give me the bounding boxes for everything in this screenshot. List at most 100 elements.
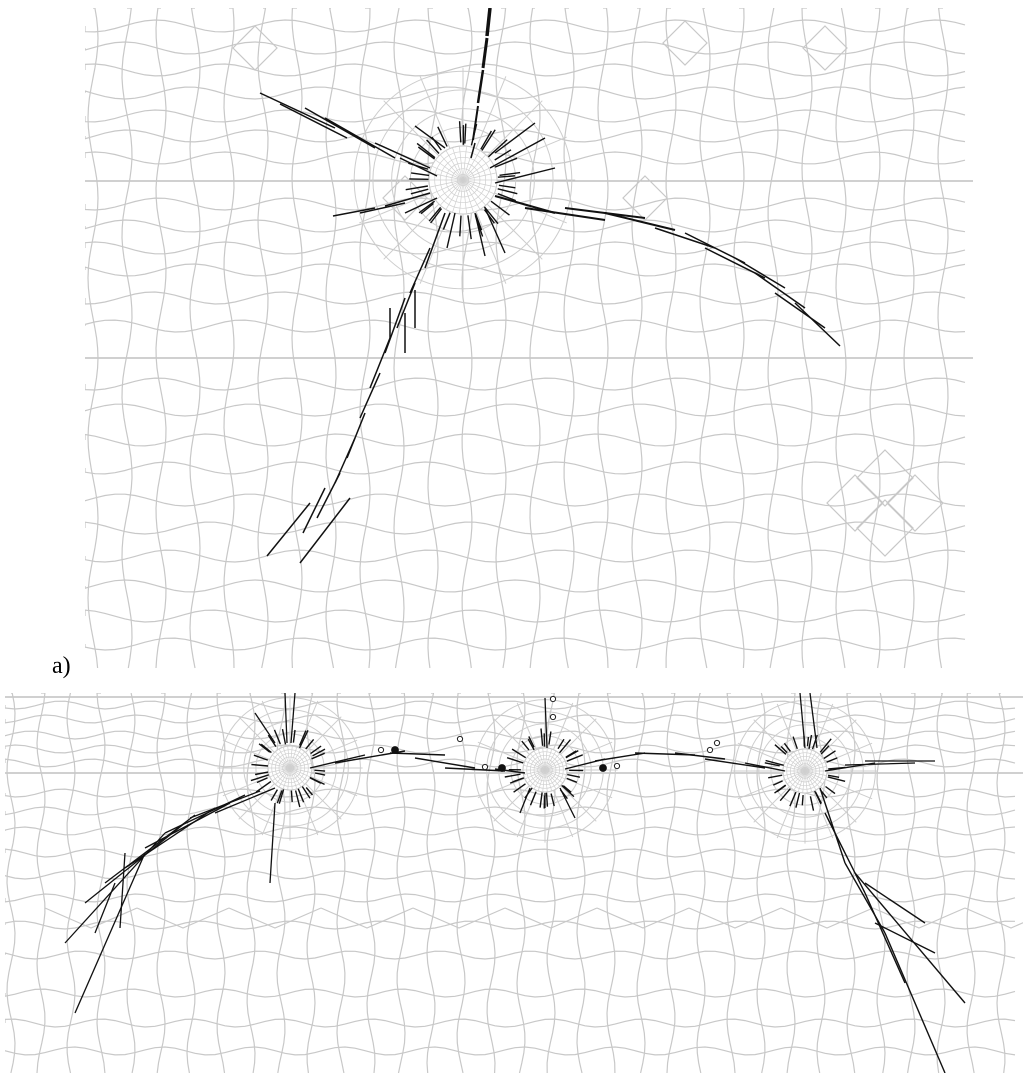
inclusion-spoke [804, 770, 817, 791]
inclusion-spoke [287, 767, 291, 790]
inclusion-spoke [804, 754, 820, 772]
inclusion-spoke [544, 765, 567, 771]
inclusion-spoke [278, 767, 291, 788]
mesh-line [427, 8, 439, 669]
transition-spoke [820, 719, 857, 756]
transition-spoke [261, 788, 283, 836]
inclusion-spoke [530, 753, 546, 771]
mesh-line [223, 8, 235, 669]
crack-upper-left [259, 92, 438, 177]
radial-crack-tick [459, 215, 462, 237]
transition-spoke [419, 211, 451, 284]
mesh-line [121, 8, 133, 669]
radial-crack-tick [310, 745, 322, 755]
mesh-line [257, 8, 269, 669]
mesh-cell [688, 907, 782, 929]
mesh-line [336, 693, 346, 1073]
radial-crack-tick [795, 792, 801, 808]
open-bead-marker [549, 695, 557, 703]
mesh-line [189, 8, 201, 669]
transition-spoke [486, 100, 543, 157]
solid-bead-marker [599, 764, 607, 772]
crack-segment [309, 754, 366, 769]
inclusion-spoke [462, 159, 491, 181]
inclusion-spoke [462, 179, 495, 195]
crack-segment [359, 202, 406, 214]
radial-crack-tick [255, 780, 272, 793]
radial-crack-tick [487, 139, 508, 158]
crack-segment [481, 37, 489, 69]
mesh-line [495, 8, 507, 669]
radial-crack-tick [789, 791, 797, 807]
radial-crack-tick [774, 784, 787, 794]
transition-spoke [560, 785, 597, 822]
crack-segment [389, 752, 446, 756]
radial-crack-tick [529, 791, 537, 806]
radial-crack-tick [511, 748, 527, 759]
inclusion-spoke [526, 756, 546, 771]
transition-spoke [560, 718, 597, 755]
inclusion-spoke [289, 767, 309, 782]
mesh-line [156, 693, 166, 1073]
transition-spoke [565, 777, 613, 799]
mesh-line [5, 714, 1016, 724]
radial-crack-tick [290, 790, 293, 802]
radial-crack-tick [314, 769, 326, 772]
inclusion-spoke [544, 769, 566, 780]
crack-segment [854, 872, 966, 1004]
mesh-line [665, 8, 677, 668]
mesh-cell [44, 907, 138, 929]
mesh-line [5, 920, 1016, 930]
radial-crack-tick [825, 785, 836, 795]
mesh-line [85, 86, 966, 100]
mesh-line [85, 263, 966, 277]
mesh-cell [780, 907, 874, 929]
radial-crack-tick [811, 734, 818, 750]
inclusion-spoke [804, 757, 824, 772]
inclusion-spoke [269, 767, 291, 778]
mesh-line [85, 637, 966, 651]
mesh-line [276, 693, 286, 1073]
crack-segment [119, 852, 126, 929]
crack-segment [799, 693, 806, 749]
mesh-line [726, 693, 736, 1073]
inclusion-spoke [544, 769, 548, 792]
inclusion-spoke [282, 746, 291, 769]
crack-segment [704, 758, 766, 769]
panel-a-radial-ticks [405, 121, 521, 240]
crack-segment [266, 502, 311, 557]
mesh-line [876, 693, 886, 1073]
mesh-line [816, 693, 826, 1073]
inclusion-spoke [544, 753, 560, 771]
inclusion-left-ticks [250, 728, 326, 808]
inclusion-spoke [804, 770, 826, 781]
inclusion-spoke [544, 769, 567, 775]
transition-spoke [477, 777, 525, 799]
crack-bridge-outer [824, 760, 935, 772]
crack-segment [404, 197, 438, 214]
crack-bridge-right [564, 752, 786, 772]
crack-segment [304, 107, 376, 149]
radial-crack-tick [276, 790, 283, 804]
crack-segment [254, 712, 276, 744]
inclusion-spoke [459, 179, 464, 214]
transition-spoke [516, 702, 538, 750]
inclusion-spoke [435, 159, 464, 181]
radial-crack-tick [298, 730, 307, 746]
mesh-line [666, 693, 676, 1073]
transition-spoke [825, 778, 873, 800]
inclusion-spoke [804, 766, 827, 772]
radial-crack-tick [827, 776, 846, 782]
inclusion-spoke [804, 770, 813, 793]
inclusion-spoke [523, 769, 546, 775]
mesh-line [85, 433, 966, 447]
transition-spoke [475, 76, 507, 149]
mesh-line [66, 693, 76, 1073]
open-bead-marker [706, 746, 714, 754]
transition-spoke [552, 702, 574, 750]
inclusion-spoke [289, 763, 312, 769]
radial-crack-tick [513, 783, 526, 793]
mesh-line [869, 8, 881, 669]
transition-spoke [753, 786, 790, 823]
mesh-line [85, 493, 966, 507]
